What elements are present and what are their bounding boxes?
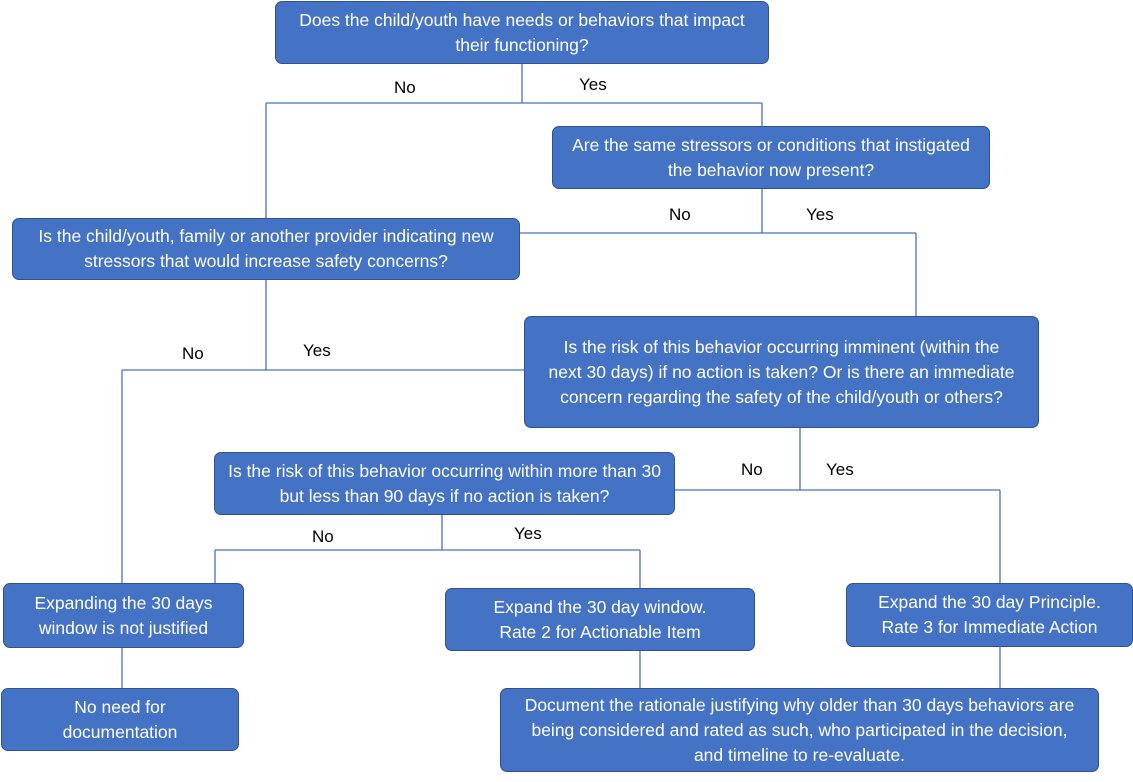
edge-label-yes: Yes <box>303 341 331 360</box>
decision-needs: Does the child/youth have needs or behav… <box>275 1 769 64</box>
edge-label-yes: Yes <box>806 205 834 224</box>
edge-label-no: No <box>182 344 204 363</box>
result-not-justified: Expanding the 30 days window is not just… <box>3 583 244 648</box>
edge-label-yes: Yes <box>514 524 542 543</box>
connector-same-stressors <box>519 189 917 316</box>
result-rate-2: Expand the 30 day window. Rate 2 for Act… <box>445 588 755 651</box>
decision-same-stressors: Are the same stressors or conditions tha… <box>552 126 990 189</box>
edge-label-yes: Yes <box>826 460 854 479</box>
edge-label-no: No <box>741 460 763 479</box>
result-document-rationale: Document the rationale justifying why ol… <box>500 688 1099 772</box>
decision-30-90-days: Is the risk of this behavior occurring w… <box>214 452 675 515</box>
connector-to-document <box>639 647 1001 688</box>
result-rate-3: Expand the 30 day Principle. Rate 3 for … <box>846 583 1133 647</box>
edge-label-no: No <box>669 205 691 224</box>
connector-new-stressors <box>121 280 524 583</box>
edge-label-yes: Yes <box>579 75 607 94</box>
result-no-documentation: No need for documentation <box>1 688 239 751</box>
edge-label-no: No <box>394 78 416 97</box>
connector-30-90 <box>214 515 641 588</box>
connector-imminent <box>675 428 1001 583</box>
decision-new-stressors: Is the child/youth, family or another pr… <box>12 218 520 280</box>
decision-imminent: Is the risk of this behavior occurring i… <box>524 316 1039 428</box>
edge-label-no: No <box>312 527 334 546</box>
connector-needs <box>265 64 763 218</box>
